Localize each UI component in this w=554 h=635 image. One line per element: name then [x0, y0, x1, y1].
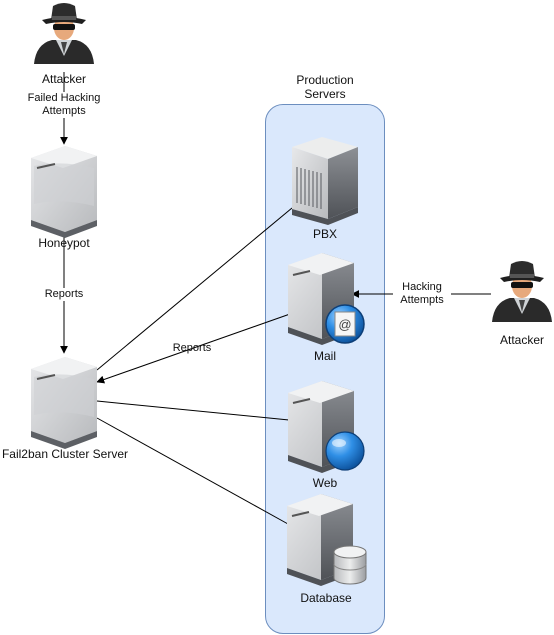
mail-label: Mail: [313, 349, 336, 363]
server-icon: [292, 137, 358, 225]
cluster-server-label: Fail2ban Cluster Server: [1, 447, 129, 461]
hacker-icon: [34, 3, 94, 64]
database-cylinder-icon: [333, 545, 367, 585]
edges: [60, 72, 491, 525]
attacker-top-label: Attacker: [41, 72, 86, 86]
server-icon: [31, 146, 97, 238]
attacker-right-label: Attacker: [499, 333, 544, 347]
hacking-attempts-label: Hacking Attempts: [393, 281, 451, 307]
edge-cluster-to-web: [96, 400, 290, 421]
edge-cluster-to-database: [96, 417, 289, 525]
globe-icon: [325, 431, 365, 471]
reports-label: Reports: [40, 288, 88, 301]
pbx-label: PBX: [312, 227, 337, 241]
reports-label: Reports: [172, 342, 212, 354]
failed-hacking-attempts-label: Failed Hacking Attempts: [22, 92, 106, 118]
production-servers-title: Production Servers: [296, 73, 354, 101]
honeypot-label: Honeypot: [38, 236, 90, 250]
mail-badge-icon: @: [325, 304, 365, 344]
hacker-icon: [492, 261, 552, 322]
server-icon: [31, 357, 97, 449]
edge-mail-to-cluster: [96, 313, 291, 384]
edge-pbx-to-cluster: [96, 207, 293, 371]
web-label: Web: [312, 476, 338, 490]
database-label: Database: [300, 591, 352, 605]
svg-text:@: @: [338, 317, 351, 332]
